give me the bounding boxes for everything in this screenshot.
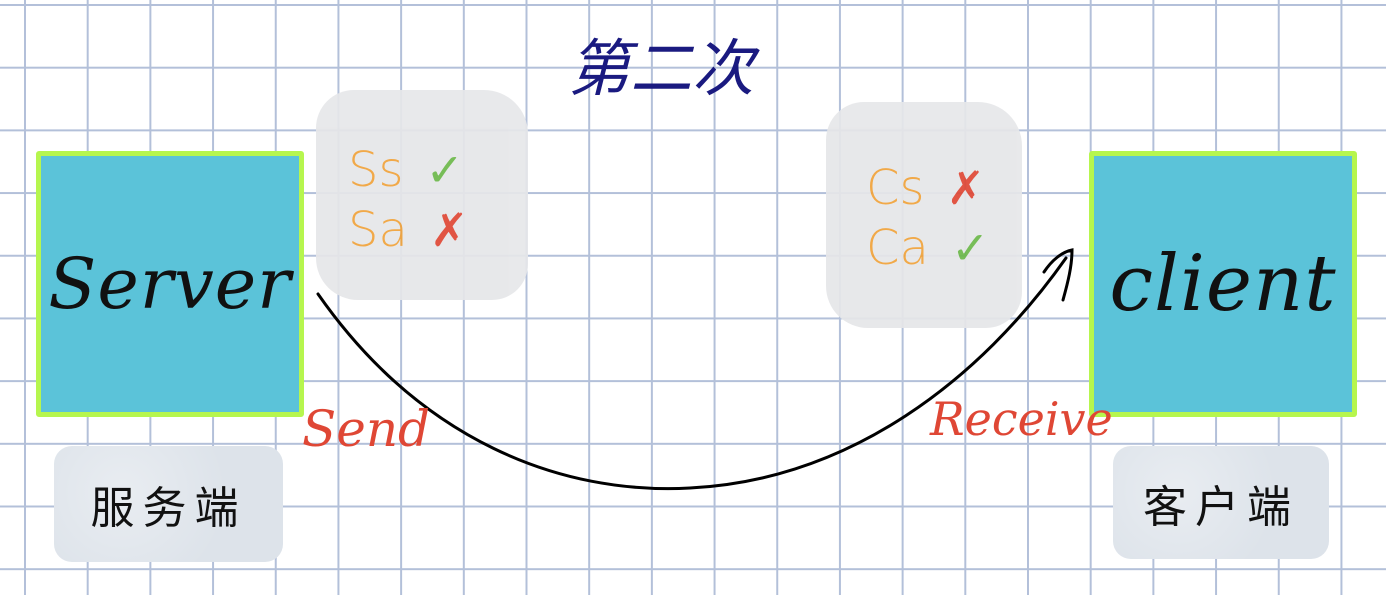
receive-label: Receive bbox=[930, 392, 1113, 446]
status-variable: Ca bbox=[866, 220, 929, 276]
server-status-row: Sa ✗ bbox=[348, 200, 468, 260]
arrowhead-icon bbox=[1042, 248, 1074, 302]
client-node: client bbox=[1089, 151, 1357, 417]
client-status-bubble: Cs ✗ Ca ✓ bbox=[826, 102, 1022, 328]
status-variable: Sa bbox=[348, 202, 408, 258]
diagram-title: 第二次 bbox=[568, 32, 755, 105]
client-status-row: Cs ✗ bbox=[866, 158, 989, 218]
check-icon: ✓ bbox=[425, 143, 465, 197]
server-status-bubble: Ss ✓ Sa ✗ bbox=[316, 90, 528, 300]
status-variable: Cs bbox=[866, 160, 925, 216]
client-caption: 客户端 bbox=[1113, 446, 1329, 559]
client-status-row: Ca ✓ bbox=[866, 218, 989, 278]
server-status-row: Ss ✓ bbox=[348, 140, 468, 200]
server-caption: 服务端 bbox=[54, 446, 283, 562]
send-label: Send bbox=[302, 400, 431, 458]
status-variable: Ss bbox=[348, 142, 404, 198]
cross-icon: ✗ bbox=[946, 161, 986, 215]
client-label: client bbox=[1109, 239, 1337, 329]
cross-icon: ✗ bbox=[429, 203, 469, 257]
server-node: Server bbox=[36, 151, 304, 417]
check-icon: ✓ bbox=[950, 221, 990, 275]
server-label: Server bbox=[48, 243, 292, 325]
